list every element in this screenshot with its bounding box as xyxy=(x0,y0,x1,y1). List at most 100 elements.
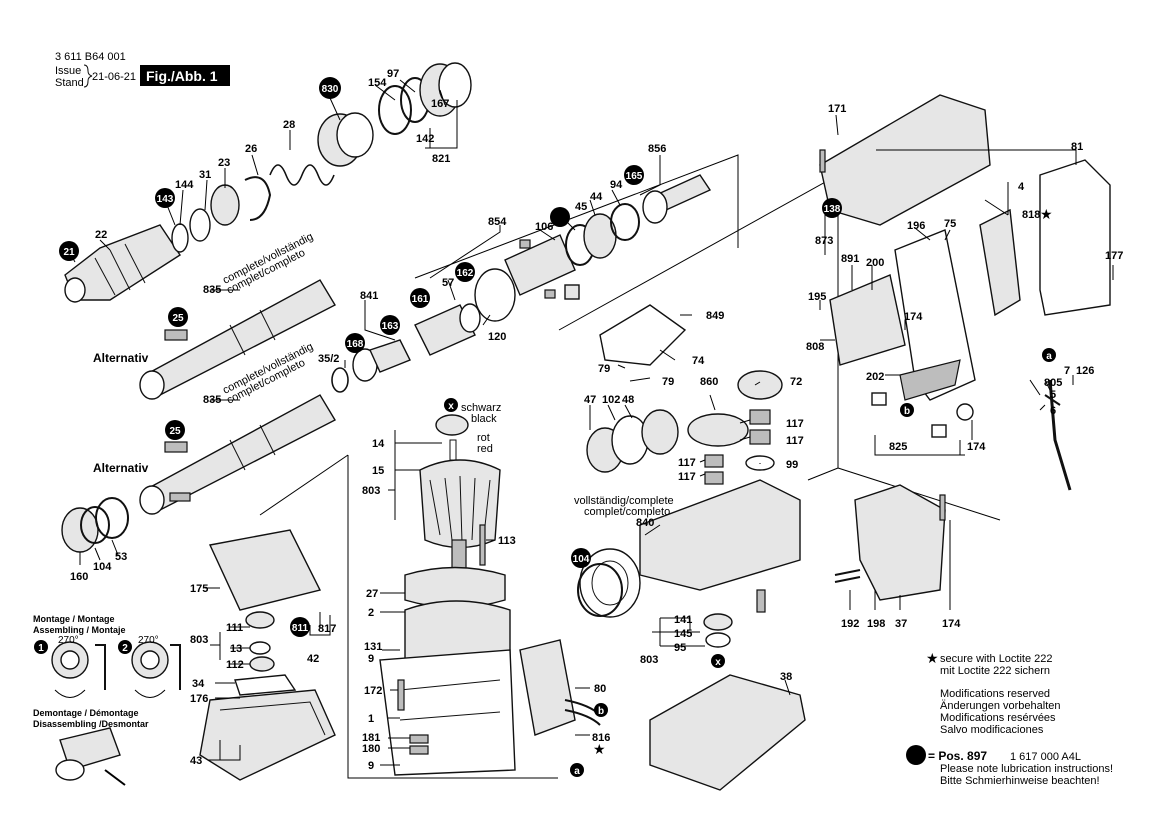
part-number: 818 xyxy=(1022,209,1040,221)
part-number: 175 xyxy=(190,583,208,595)
part-number: 53 xyxy=(115,551,127,563)
gear-860 xyxy=(687,413,749,447)
part-number: 200 xyxy=(866,257,884,269)
issue-brace xyxy=(83,64,93,88)
part-number: 825 xyxy=(889,441,907,453)
key-small xyxy=(169,492,191,502)
part-number: 160 xyxy=(70,571,88,583)
pin-141 xyxy=(756,589,766,613)
part-number: 9 xyxy=(368,760,374,772)
black-dot-callout-icon xyxy=(624,165,644,185)
part-number: 34 xyxy=(192,678,205,690)
svg-text:143: 143 xyxy=(157,194,174,205)
clamp-805 xyxy=(1044,394,1061,406)
ring-53 xyxy=(95,497,129,539)
dust-cap-mouth xyxy=(64,277,86,303)
screw-172 xyxy=(397,679,405,711)
part-number: 803 xyxy=(190,634,208,646)
side-handle-37 xyxy=(854,484,946,601)
plug-825 xyxy=(956,403,974,421)
part-number: 112 xyxy=(226,659,244,671)
black-dot-callout-icon xyxy=(410,288,430,308)
part-number: 808 xyxy=(806,341,824,353)
part-number: 117 xyxy=(786,418,804,430)
rotation-arrow-icon xyxy=(54,689,86,698)
svg-text:25: 25 xyxy=(172,313,184,324)
part-number: 117 xyxy=(678,471,696,483)
loctite-note: mit Loctite 222 sichern xyxy=(940,665,1050,677)
part-number: 117 xyxy=(786,435,804,447)
part-number: 23 xyxy=(218,157,230,169)
demontage-label: Demontage / Démontage xyxy=(33,708,139,718)
part-number: 174 xyxy=(967,441,986,453)
part-number: 154 xyxy=(368,77,387,89)
part-numbers: 97 154 167 142 821 28 26 23 31 144 22 83… xyxy=(70,68,1123,772)
pos-label: = Pos. 897 xyxy=(928,749,987,763)
part-number: 145 xyxy=(674,628,692,640)
piston-841 xyxy=(369,339,411,373)
cap-167-front xyxy=(438,62,472,108)
black-dot-callout-icon xyxy=(155,188,175,208)
ring-160 xyxy=(61,507,99,553)
cover-38 xyxy=(649,674,806,791)
bearing-117d xyxy=(704,471,724,485)
screw-174c xyxy=(939,494,946,521)
motor-group xyxy=(379,414,601,776)
part-number: 6 xyxy=(1050,405,1056,417)
angle-label: 270° xyxy=(138,635,159,646)
part-number: 860 xyxy=(700,376,718,388)
tool-shaft-lower xyxy=(139,394,336,515)
part-number: 79 xyxy=(662,376,674,388)
letter-b-marker: b xyxy=(598,706,604,717)
black-dot-callout-icon xyxy=(168,307,188,327)
part-number: 821 xyxy=(432,153,450,165)
wire-color-label: schwarz xyxy=(461,402,501,414)
part-number: 42 xyxy=(307,653,319,665)
sleeve-825a xyxy=(871,392,887,406)
fig-label: Fig./Abb. 1 xyxy=(146,68,218,84)
bearing-111 xyxy=(245,611,275,629)
part-number: 174 xyxy=(942,618,961,630)
upper-frame xyxy=(414,154,739,279)
tool-holder-group xyxy=(64,62,472,303)
part-number: 44 xyxy=(590,191,603,203)
black-dot-callout-icon xyxy=(345,333,365,353)
black-dot-callout-icon xyxy=(455,262,475,282)
svg-text:1: 1 xyxy=(38,643,44,654)
switch-80 xyxy=(519,639,576,736)
part-number: 5 xyxy=(1050,389,1056,401)
screw-113 xyxy=(479,524,486,566)
black-dot-callout-icon xyxy=(118,640,132,654)
part-number: 891 xyxy=(841,253,859,265)
part-number: 47 xyxy=(584,394,596,406)
part-number: 174 xyxy=(904,311,923,323)
ring-145 xyxy=(703,613,733,631)
svg-text:830: 830 xyxy=(322,84,339,95)
brush-plate-42 xyxy=(208,529,322,611)
svg-text:2: 2 xyxy=(122,643,128,654)
part-number: 192 xyxy=(841,618,859,630)
demontage-label: Disassembling /Desmontar xyxy=(33,719,149,729)
part-number: 81 xyxy=(1071,141,1083,153)
letter-a-marker: a xyxy=(574,766,580,777)
part-number: 99 xyxy=(786,459,798,471)
black-dot-callout-icon xyxy=(34,640,48,654)
part-number: 95 xyxy=(674,642,686,654)
svg-text:165: 165 xyxy=(626,171,643,182)
module-4 xyxy=(979,208,1021,317)
guide-tube-854 xyxy=(504,234,576,296)
ring-120 xyxy=(474,268,516,322)
part-number: 28 xyxy=(283,119,295,131)
part-number: 126 xyxy=(1076,365,1094,377)
part-number: 37 xyxy=(895,618,907,630)
bearing-117b xyxy=(749,429,771,445)
stand-label: Stand xyxy=(55,77,84,89)
ring-144 xyxy=(171,223,189,253)
ring-95 xyxy=(705,632,731,648)
part-number: 131 xyxy=(364,641,382,653)
ring-31 xyxy=(189,208,211,242)
demontage-inset xyxy=(55,727,126,786)
black-dot-callout-icon xyxy=(59,241,79,261)
svg-text:21: 21 xyxy=(63,247,75,258)
